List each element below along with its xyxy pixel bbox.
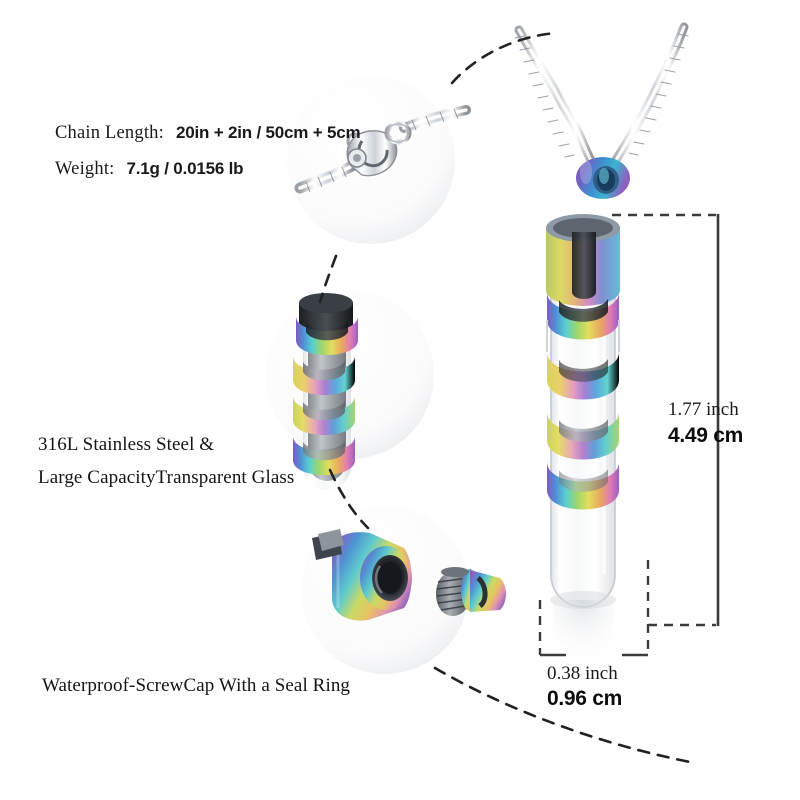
width-inch-label: 0.38 inch [547,663,618,684]
necklace-chain [514,22,689,170]
material-feature-line2: Large CapacityTransparent Glass [38,467,295,488]
leader-chain [450,31,558,85]
height-dimension [612,213,720,627]
weight-label: Weight: [55,159,115,179]
width-cm-label: 0.96 cm [547,687,622,710]
chain-length-value: 20in + 2in / 50cm + 5cm [175,123,361,142]
material-feature-line1: 316L Stainless Steel & [38,434,215,455]
screwcap-feature: Waterproof-ScrewCap With a Seal Ring [42,675,351,696]
weight-value: 7.1g / 0.0156 lb [126,159,244,178]
lobster-clasp [346,121,412,177]
inset-spiral-closeup [266,291,434,490]
spiral-bands [546,292,620,510]
chain-length-label: Chain Length: [55,123,164,143]
leader-cap-to-product [433,666,692,764]
main-pendant [546,157,630,676]
leader-clasp-to-spiral [318,254,338,304]
width-dimension [538,560,650,657]
inset-clasp [287,76,471,244]
height-cm-label: 4.49 cm [668,424,743,447]
screw-plug [436,567,506,616]
inset-screwcap [301,506,506,674]
leader-spiral-to-cap [328,468,370,530]
chain-length-spec: Chain Length: 20in + 2in / 50cm + 5cm [55,123,361,144]
height-inch-label: 1.77 inch [668,399,739,420]
screw-cap-body [312,529,412,621]
weight-spec: Weight: 7.1g / 0.0156 lb [55,159,244,180]
